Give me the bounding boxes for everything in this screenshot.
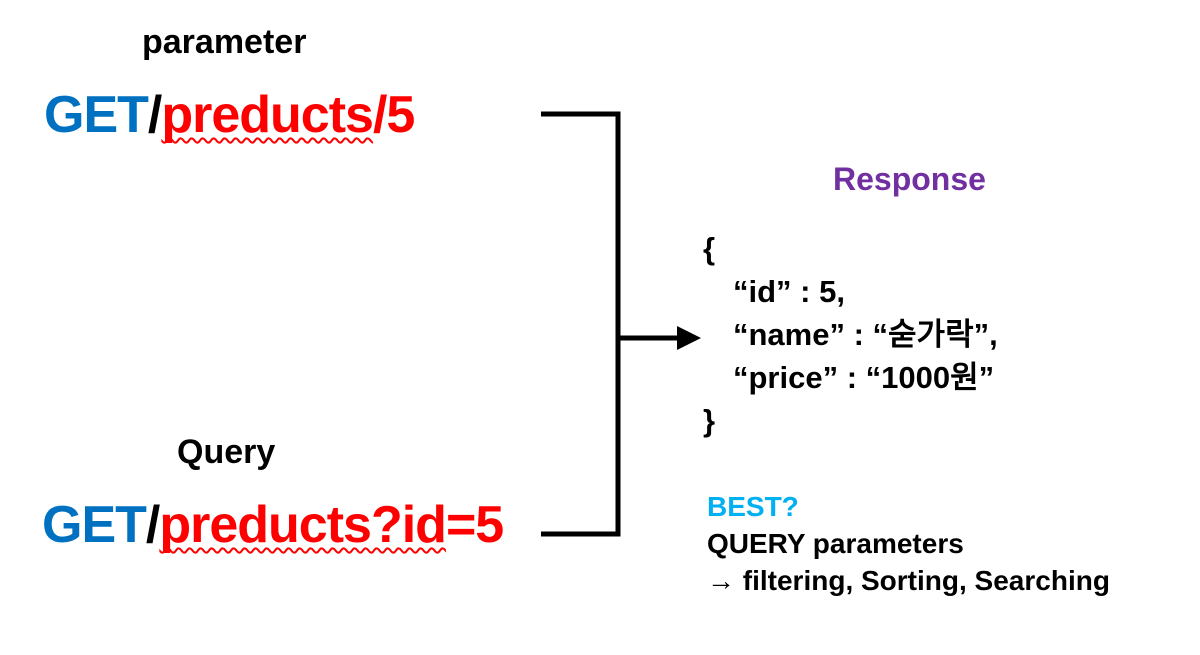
query-use-cases-label: → filtering, Sorting, Searching	[707, 565, 1110, 596]
resource-path-id-segment: /5	[372, 86, 415, 144]
http-method-get: GET	[44, 86, 149, 144]
json-open-brace: {	[703, 231, 716, 266]
resource-query-value-segment: =5	[445, 496, 504, 554]
query-label: Query	[177, 433, 276, 471]
json-id-line: “id” : 5,	[733, 274, 845, 309]
http-method-get: GET	[42, 496, 147, 554]
best-question-label: BEST?	[707, 491, 799, 522]
path-separator: /	[145, 496, 160, 554]
request-query-string-line: GET/preducts?id=5	[42, 496, 504, 554]
response-json-block: { “id” : 5, “name” : “숟가락”, “price” : “1…	[703, 227, 998, 442]
path-separator: /	[147, 86, 162, 144]
request-path-parameter-line: GET/preducts/5	[44, 86, 415, 144]
best-note-block: BEST? QUERY parameters → filtering, Sort…	[707, 488, 1110, 599]
parameter-label: parameter	[142, 23, 307, 61]
json-name-line: “name” : “숟가락”,	[733, 317, 998, 352]
response-title: Response	[833, 161, 986, 197]
json-close-brace: }	[703, 403, 716, 438]
resource-query-misspelled: preducts?id	[159, 496, 447, 554]
bracket-lines-icon	[541, 111, 621, 537]
resource-path-misspelled: preducts	[161, 86, 374, 144]
arrow-head-icon	[677, 326, 701, 350]
query-parameters-label: QUERY parameters	[707, 528, 964, 559]
json-price-line: “price” : “1000원”	[733, 360, 995, 395]
